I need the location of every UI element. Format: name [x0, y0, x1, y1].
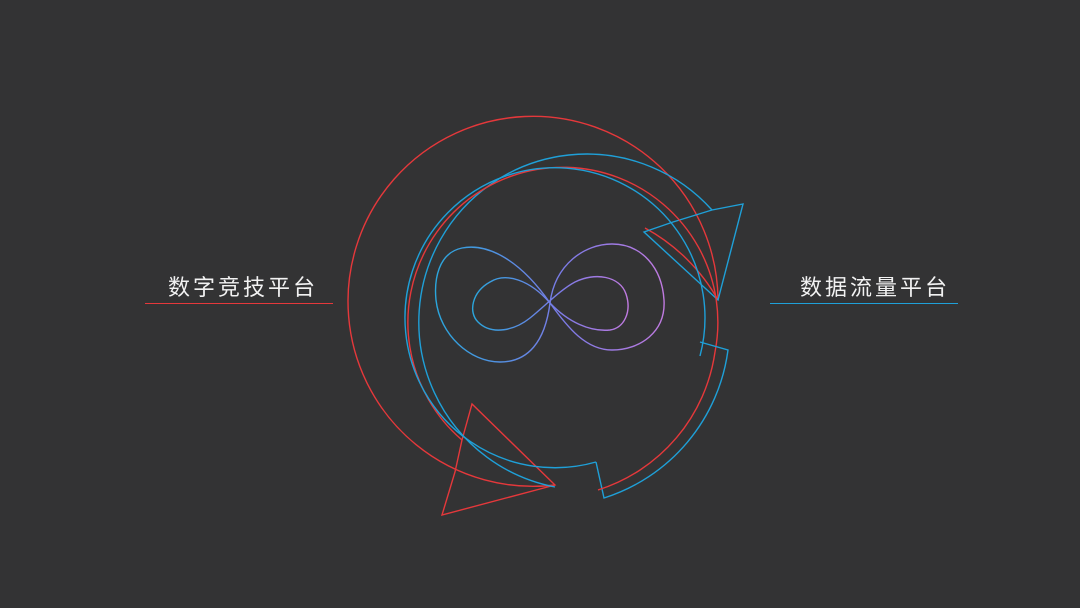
left-label-underline — [145, 303, 333, 304]
return-bracket-red — [597, 351, 716, 491]
right-platform-label: 数据流量平台 — [800, 276, 951, 301]
inner-red-arc — [407, 166, 719, 441]
outer-red-arc-right — [644, 227, 719, 301]
return-bracket-blue — [595, 341, 729, 499]
left-platform-label: 数字竞技平台 — [168, 276, 319, 301]
inner-blue-arc — [404, 167, 706, 469]
outer-red-arc — [347, 115, 719, 488]
right-label-underline — [770, 303, 958, 304]
blue-arc — [418, 153, 713, 488]
outer-red-arrowhead — [440, 402, 557, 516]
infinity-icon — [434, 243, 665, 363]
blue-arrowhead — [642, 203, 744, 302]
